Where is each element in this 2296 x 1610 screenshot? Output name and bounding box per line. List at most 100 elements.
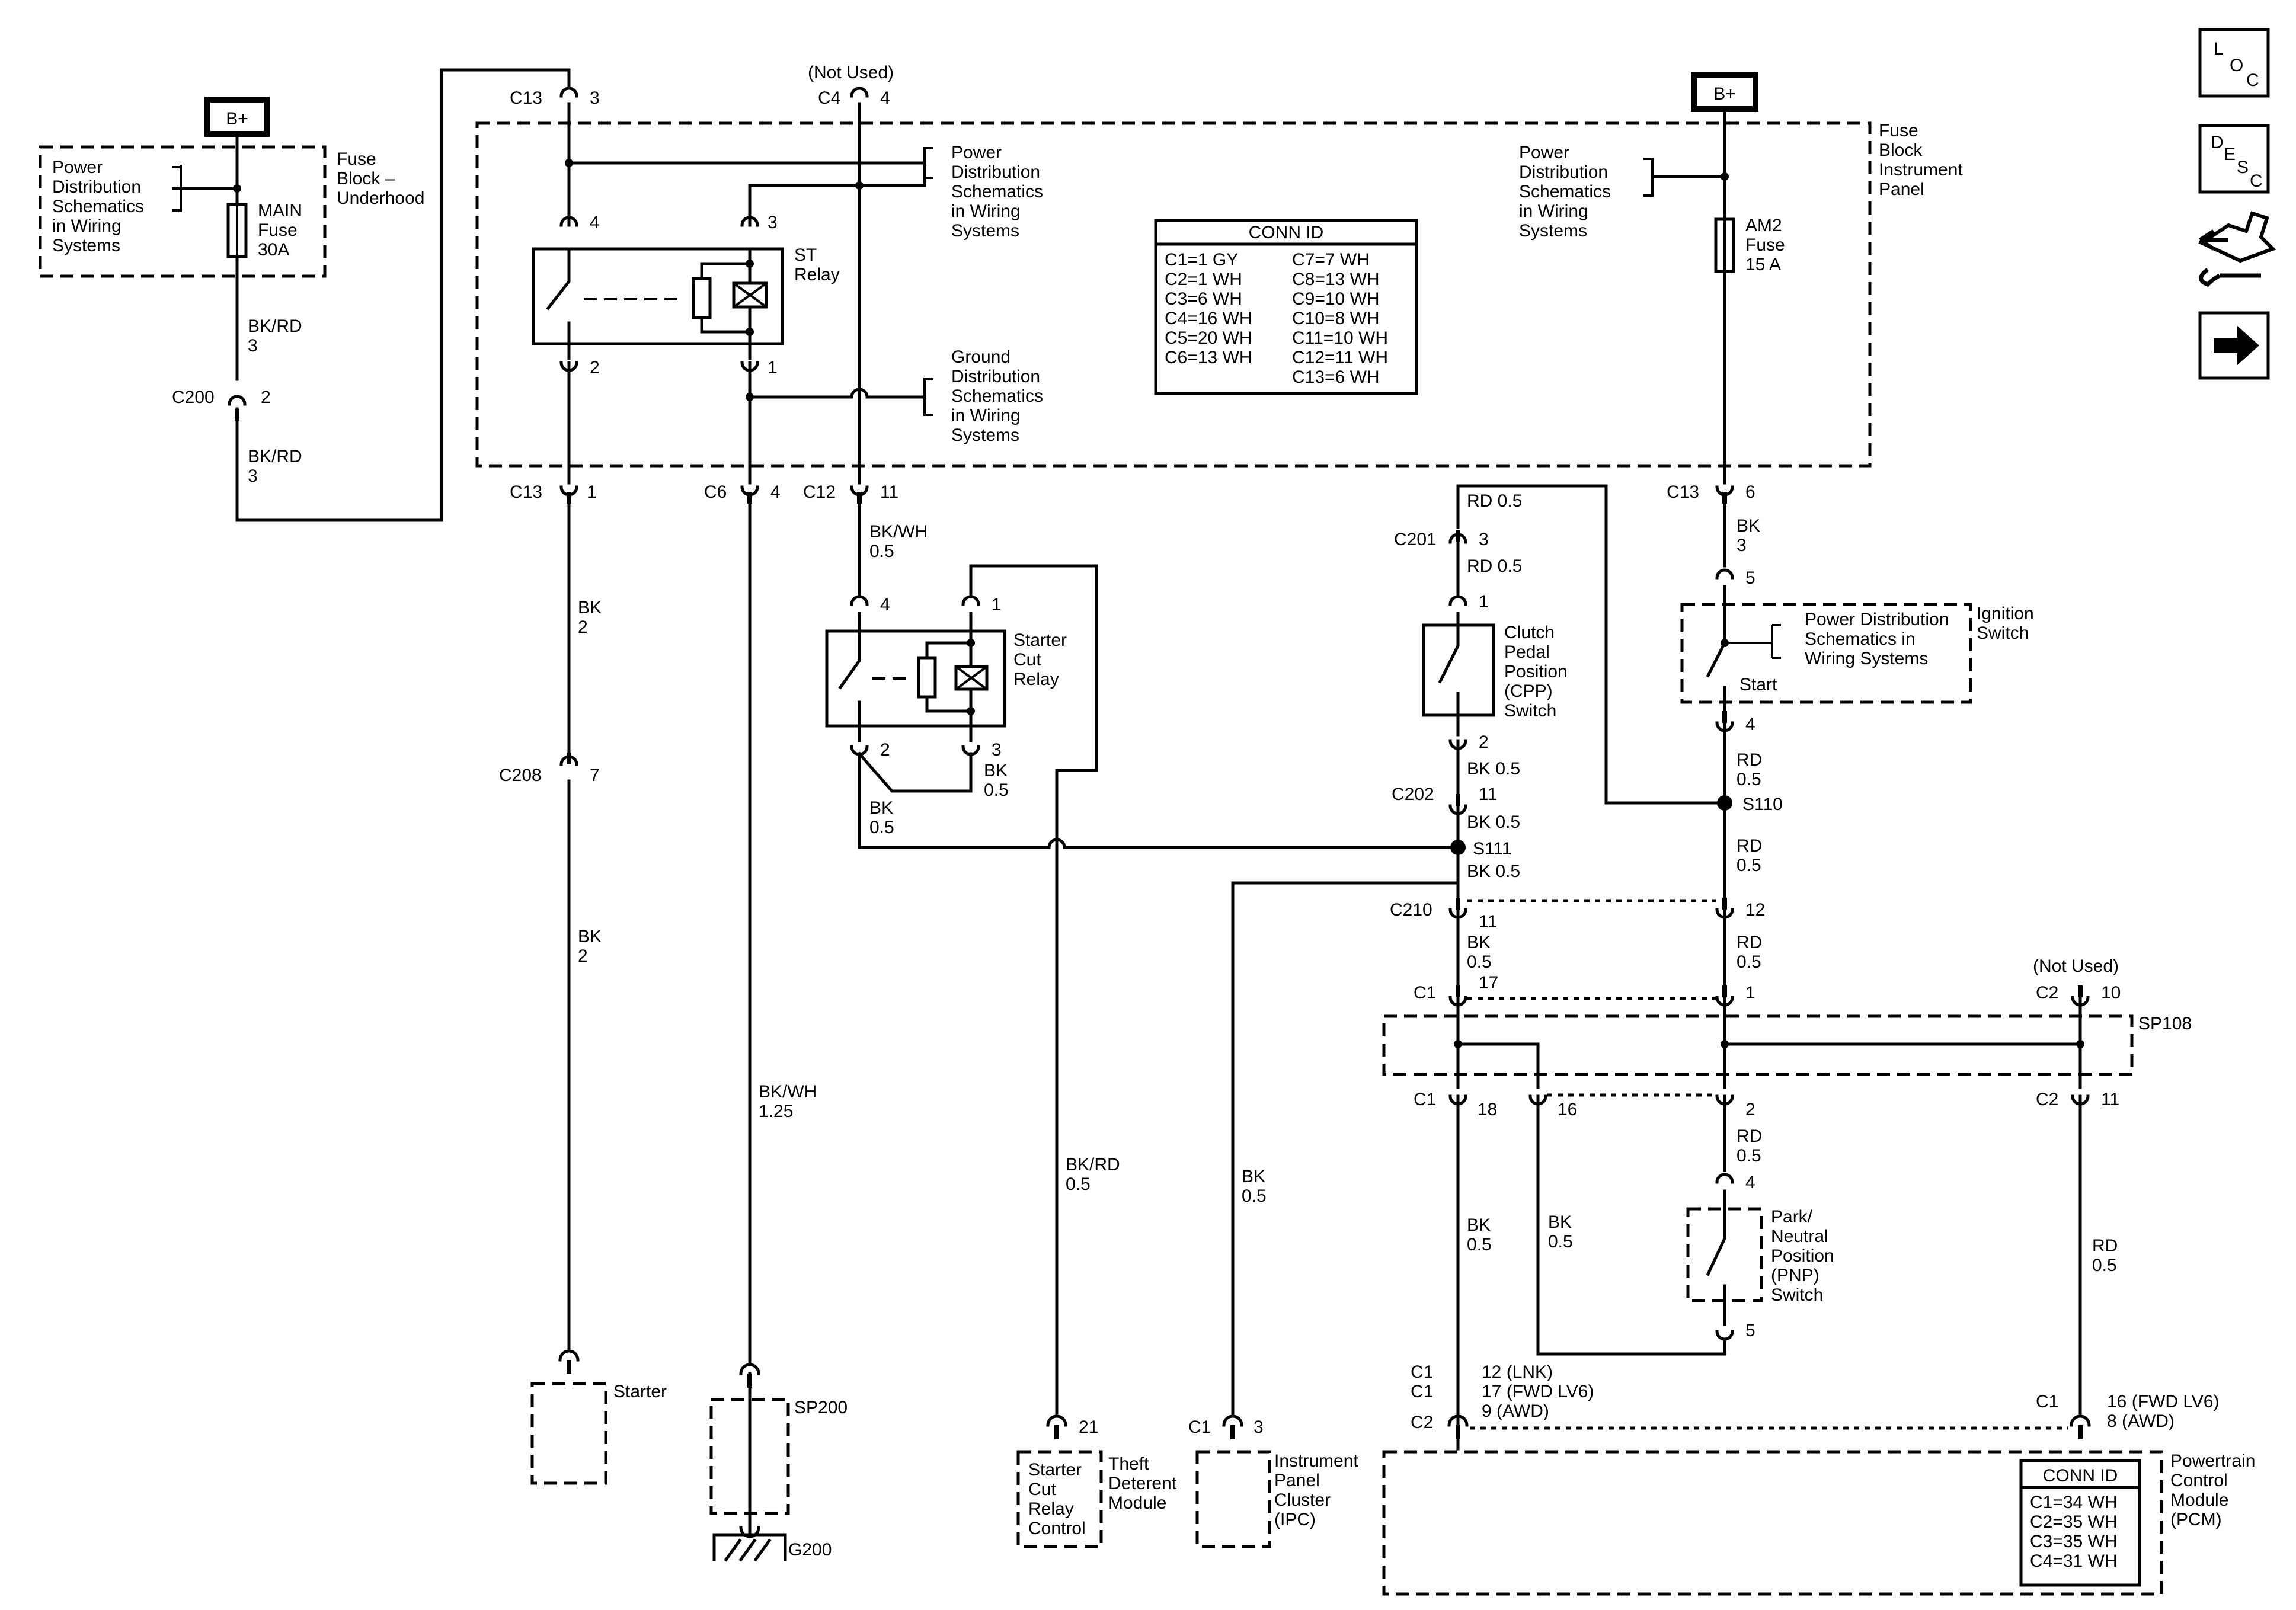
c210-pin11: 11 — [1479, 912, 1497, 932]
b-plus-underhood — [204, 97, 270, 137]
c202-label: C202 — [1392, 785, 1434, 804]
c2-bot-label: C2 — [2036, 1090, 2058, 1109]
conn-id-left-row-2: C3=6 WH — [1165, 289, 1242, 309]
st-relay-switch — [546, 247, 571, 360]
g200-ground-symbol — [712, 1533, 787, 1562]
c1-top-label: C1 — [1414, 983, 1436, 1003]
scr-diode — [917, 656, 937, 699]
arrow-right-icon[interactable] — [2198, 311, 2270, 380]
desc-letter-e: E — [2224, 145, 2236, 164]
conn-id-title: CONN ID — [1249, 223, 1324, 242]
starter-cut-relay-body — [825, 629, 1006, 728]
st-relay-coil-feed — [748, 184, 926, 227]
c4-pin: 4 — [880, 88, 890, 108]
ipc-c-label: C1 — [1188, 1417, 1211, 1437]
conn-id-right-row-0: C7=7 WH — [1292, 250, 1370, 270]
scr-switch — [838, 612, 861, 742]
c2-bot-pin: 11 — [2101, 1090, 2119, 1109]
loc-icon[interactable]: L O C — [2198, 28, 2270, 98]
pcm-conn-id-table — [2019, 1459, 2141, 1587]
c1-bot-pin18: 18 — [1478, 1100, 1497, 1119]
c200-label: C200 — [172, 388, 215, 407]
c13-pin3-connector — [559, 87, 578, 98]
st-relay-ground-wire — [567, 361, 926, 485]
c2-top-label: C2 — [2036, 983, 2058, 1003]
tdm-connector — [1046, 1414, 1067, 1427]
loc-letter-l: L — [2214, 39, 2224, 59]
starter-label: Starter — [613, 1382, 667, 1401]
wire-bk-05-pcm2 — [1536, 1094, 1726, 1356]
st-relay-diode — [692, 277, 712, 319]
desc-letter-d: D — [2211, 133, 2224, 152]
ignition-switch-outline — [1680, 603, 1972, 704]
conn-id-right-row-2: C9=10 WH — [1292, 289, 1380, 309]
ipc-connector — [1222, 1414, 1243, 1427]
pcm-conn-id-row-2: C3=35 WH — [2030, 1532, 2118, 1551]
c202-pin: 11 — [1479, 785, 1497, 804]
sp200-top-connector — [739, 1363, 760, 1375]
st-relay-pin3-connector — [740, 216, 759, 227]
cpp-switch-contact — [1438, 612, 1460, 737]
c1-top-pin17: 17 — [1479, 973, 1498, 993]
ign-pin5-connector — [1715, 568, 1734, 580]
c200-pin: 2 — [261, 388, 271, 407]
wire-label-rd-05-top: RD 0.5 — [1467, 491, 1522, 511]
s111-label: S111 — [1473, 839, 1512, 859]
sp108-outline — [1382, 1014, 2134, 1076]
s110-label: S110 — [1742, 795, 1783, 814]
st-pin3: 3 — [768, 213, 778, 232]
wire-bk-05-ipc — [1231, 846, 1460, 1415]
theft-deterent-module — [1016, 1450, 1103, 1548]
c4-pin4-connector — [850, 87, 869, 98]
wire-rd-05-top — [1456, 484, 1608, 805]
wire-label-bk-05-cpp: BK 0.5 — [1467, 759, 1520, 779]
c4-label: C4 — [818, 88, 840, 108]
c201-label: C201 — [1394, 530, 1437, 549]
c6-pin: 4 — [770, 482, 781, 502]
conn-id-left-row-1: C2=1 WH — [1165, 270, 1242, 289]
repair-tools-icon[interactable] — [2198, 211, 2276, 287]
c13-pin1-label: C13 — [510, 482, 542, 502]
st-relay-body — [532, 247, 784, 345]
sp200-label: SP200 — [794, 1398, 848, 1417]
desc-icon[interactable]: D E S C — [2198, 124, 2270, 194]
wire-label-bk-05-c202: BK 0.5 — [1467, 812, 1520, 832]
c12-label: C12 — [803, 482, 836, 502]
cpp-pin2: 2 — [1479, 732, 1489, 752]
conn-id-right-row-5: C12=11 WH — [1292, 348, 1388, 367]
pcm-conn-id-row-1: C2=35 WH — [2030, 1512, 2118, 1532]
scr-pin4: 4 — [880, 595, 890, 614]
pcm-c1-right: C1 — [2036, 1392, 2058, 1411]
pcm-c1b: C1 — [1411, 1382, 1433, 1401]
loc-letter-o: O — [2230, 56, 2243, 75]
starter-component — [530, 1382, 607, 1485]
ipc-c-pin: 3 — [1253, 1417, 1264, 1437]
conn-id-left-row-4: C5=20 WH — [1165, 328, 1252, 348]
c13-pin3-number: 3 — [590, 88, 600, 108]
s111-splice — [1450, 840, 1466, 855]
ign-pin5: 5 — [1745, 568, 1755, 588]
scr-pin4-connector — [850, 595, 869, 606]
wire-bk-05-scr2 — [858, 752, 1460, 849]
